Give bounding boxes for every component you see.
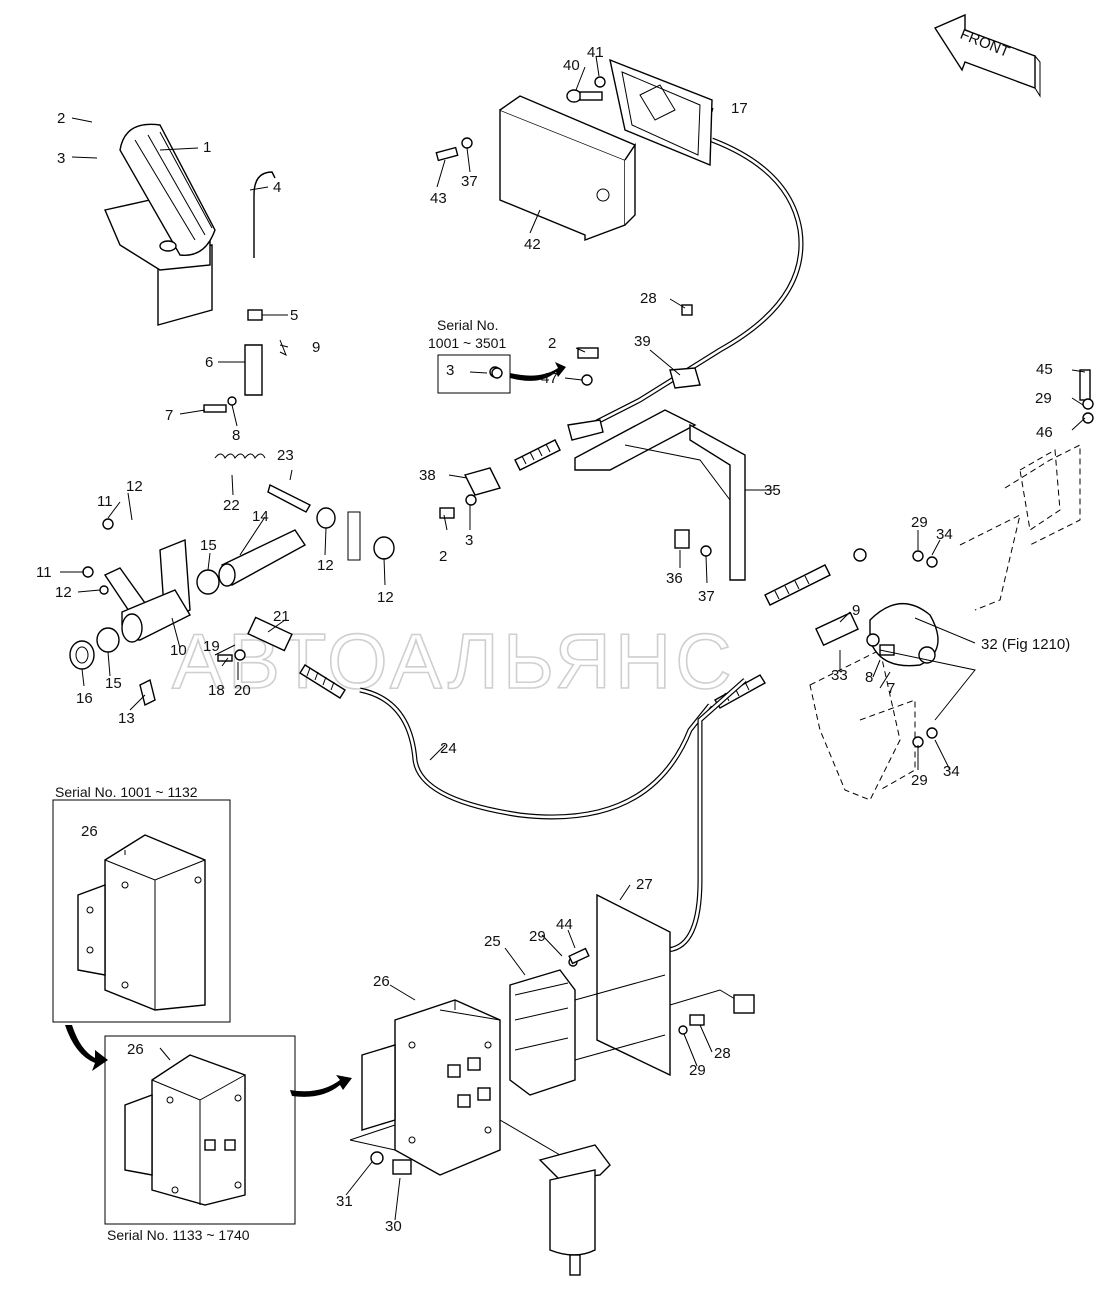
callout-c11b: 11 bbox=[36, 564, 52, 581]
callout-c12b: 12 bbox=[55, 584, 72, 601]
callout-c3c: 3 bbox=[465, 532, 473, 549]
callout-c7a: 7 bbox=[165, 407, 173, 424]
callout-c6: 6 bbox=[205, 354, 213, 371]
serial-label-inset-b: Serial No. 1133 ~ 1740 bbox=[107, 1227, 250, 1243]
callout-c26c: 26 bbox=[373, 973, 390, 990]
callout-c11a: 11 bbox=[97, 493, 113, 510]
callout-c43: 43 bbox=[430, 190, 447, 207]
callout-c29b: 29 bbox=[911, 514, 928, 531]
callout-c4: 4 bbox=[273, 179, 281, 196]
lever-shaft-assembly bbox=[69, 507, 395, 707]
callout-c12d: 12 bbox=[377, 589, 394, 606]
callout-c1: 1 bbox=[203, 139, 211, 156]
callout-c36: 36 bbox=[666, 570, 683, 587]
callout-c27: 27 bbox=[636, 876, 653, 893]
serial-labels: Serial No. 1001 ~ 3501 Serial No. 1001 ~… bbox=[55, 317, 506, 1243]
callout-c15a: 15 bbox=[200, 537, 217, 554]
pedal-assembly bbox=[104, 123, 311, 513]
callout-c8b: 8 bbox=[865, 669, 873, 686]
inset-serial-1133-1740 bbox=[104, 1035, 296, 1225]
leader-lines bbox=[60, 55, 1086, 1221]
callout-c12c: 12 bbox=[317, 557, 334, 574]
callout-c37a: 37 bbox=[461, 173, 478, 190]
callout-c7b: 7 bbox=[887, 680, 895, 697]
callout-c2a: 2 bbox=[57, 110, 65, 127]
cable-24 bbox=[299, 664, 766, 820]
callout-c8a: 8 bbox=[232, 427, 240, 444]
callout-c14: 14 bbox=[252, 508, 269, 525]
front-arrow: FRONT bbox=[933, 13, 1041, 98]
callout-c3b: 3 bbox=[446, 362, 454, 379]
callout-c29a: 29 bbox=[1035, 390, 1052, 407]
callout-c38: 38 bbox=[419, 467, 436, 484]
throttle-bracket bbox=[435, 58, 713, 242]
callout-c33: 33 bbox=[831, 667, 848, 684]
callout-c19: 19 bbox=[203, 638, 220, 655]
serial-label-inset-a: Serial No. 1001 ~ 1132 bbox=[55, 784, 198, 800]
callout-c44: 44 bbox=[556, 916, 573, 933]
serial-label-top-line1: Serial No. bbox=[437, 317, 498, 333]
callout-c9b: 9 bbox=[852, 602, 860, 619]
callout-c13: 13 bbox=[118, 710, 135, 727]
inset-arrows bbox=[65, 1025, 352, 1097]
callout-c25: 25 bbox=[484, 933, 501, 950]
callout-c34a: 34 bbox=[936, 526, 953, 543]
callout-c32: 32 (Fig 1210) bbox=[981, 636, 1070, 653]
callout-c34b: 34 bbox=[943, 763, 960, 780]
callout-c46: 46 bbox=[1036, 424, 1053, 441]
callout-c23: 23 bbox=[277, 447, 294, 464]
callout-c35: 35 bbox=[764, 482, 781, 499]
callout-c47: 47 bbox=[541, 370, 558, 387]
callout-c10: 10 bbox=[170, 642, 187, 659]
callout-c5: 5 bbox=[290, 307, 298, 324]
serial-label-top-line2: 1001 ~ 3501 bbox=[428, 335, 506, 351]
callout-c29c: 29 bbox=[911, 772, 928, 789]
callout-c39: 39 bbox=[634, 333, 651, 350]
callout-c28b: 28 bbox=[714, 1045, 731, 1062]
callout-c29d: 29 bbox=[529, 928, 546, 945]
callout-c15b: 15 bbox=[105, 675, 122, 692]
callout-c21: 21 bbox=[273, 608, 290, 625]
callout-c40: 40 bbox=[563, 57, 580, 74]
cable-17 bbox=[463, 137, 804, 496]
callout-c31: 31 bbox=[336, 1193, 353, 1210]
callout-c3a: 3 bbox=[57, 150, 65, 167]
callout-c2b: 2 bbox=[548, 335, 556, 352]
callout-c26b: 26 bbox=[127, 1041, 144, 1058]
callout-c17: 17 bbox=[731, 100, 748, 117]
callout-c20: 20 bbox=[234, 682, 251, 699]
callout-c9a: 9 bbox=[312, 339, 320, 356]
callout-c22: 22 bbox=[223, 497, 240, 514]
callout-c2c: 2 bbox=[439, 548, 447, 565]
callout-c24: 24 bbox=[440, 740, 457, 757]
serial-box-top bbox=[437, 354, 566, 394]
callout-c18: 18 bbox=[208, 682, 225, 699]
inset-serial-1001-1132 bbox=[52, 799, 231, 1023]
callout-c42: 42 bbox=[524, 236, 541, 253]
callout-c26a: 26 bbox=[81, 823, 98, 840]
pump-linkage bbox=[764, 369, 1094, 801]
lower-assembly bbox=[349, 678, 755, 1276]
callout-c30: 30 bbox=[385, 1218, 402, 1235]
callout-c37b: 37 bbox=[698, 588, 715, 605]
callout-c12a: 12 bbox=[126, 478, 143, 495]
callout-c45: 45 bbox=[1036, 361, 1053, 378]
callout-c28a: 28 bbox=[640, 290, 657, 307]
callout-c29e: 29 bbox=[689, 1062, 706, 1079]
callout-c16: 16 bbox=[76, 690, 93, 707]
callout-c41: 41 bbox=[587, 44, 604, 61]
